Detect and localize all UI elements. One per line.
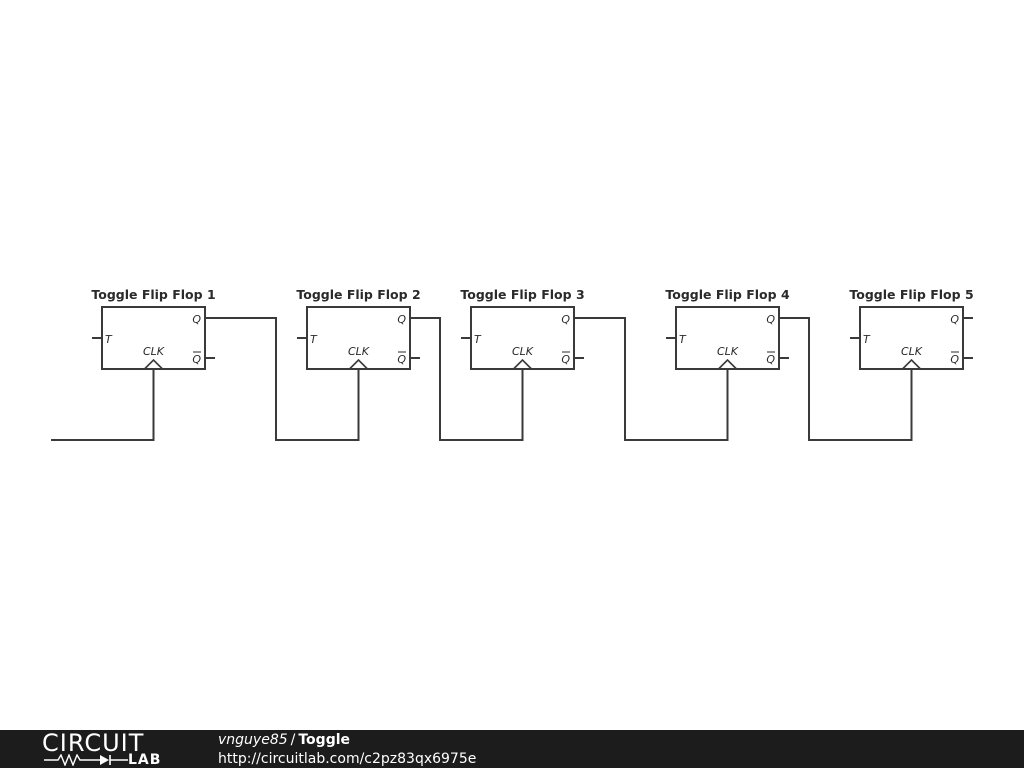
t-pin-label: T [863, 333, 871, 346]
ripple-wire-4-to-5 [779, 317, 913, 441]
clock-edge-triangle [348, 358, 369, 370]
clock-edge-triangle [717, 358, 738, 370]
credit-separator: / [290, 732, 296, 748]
qbar-pin-label: Q [561, 353, 570, 366]
ripple-wire-1-to-2 [205, 317, 360, 441]
author-name[interactable]: vnguye85 [218, 732, 288, 748]
resistor-diode-icon [44, 754, 128, 766]
q-pin-label: Q [561, 313, 570, 326]
toggle-flip-flop-4: Toggle Flip Flop 4 T Q Q CLK [665, 287, 790, 370]
wires [51, 317, 913, 441]
qbar-pin-label: Q [766, 353, 775, 366]
flip-flop-title: Toggle Flip Flop 1 [91, 287, 215, 302]
q-pin-label: Q [950, 313, 959, 326]
circuitlab-logo[interactable]: CIRCUIT LAB [40, 730, 180, 768]
toggle-flip-flop-5: Toggle Flip Flop 5 T Q Q CLK [849, 287, 974, 370]
qbar-pin-label: Q [192, 353, 201, 366]
q-pin-label: Q [397, 313, 406, 326]
toggle-flip-flop-2: Toggle Flip Flop 2 T Q Q CLK [296, 287, 421, 370]
logo-text-lab: LAB [128, 752, 162, 768]
clock-edge-triangle [901, 358, 922, 370]
q-pin-label: Q [766, 313, 775, 326]
flip-flop-body [306, 306, 411, 370]
flip-flop-body [675, 306, 780, 370]
t-pin-label: T [679, 333, 687, 346]
t-pin-label: T [105, 333, 113, 346]
qbar-pin-label: Q [950, 353, 959, 366]
flip-flop-title: Toggle Flip Flop 5 [849, 287, 973, 302]
toggle-flip-flop-1: Toggle Flip Flop 1 T Q Q CLK [91, 287, 216, 370]
flip-flop-body [101, 306, 206, 370]
flip-flop-title: Toggle Flip Flop 2 [296, 287, 420, 302]
toggle-flip-flop-3: Toggle Flip Flop 3 T Q Q CLK [460, 287, 585, 370]
qbar-pin-label: Q [397, 353, 406, 366]
q-pin-label: Q [192, 313, 201, 326]
t-pin-label: T [310, 333, 318, 346]
flip-flop-title: Toggle Flip Flop 3 [460, 287, 584, 302]
logo-text-circuit: CIRCUIT [42, 729, 145, 757]
clock-edge-triangle [512, 358, 533, 370]
circuit-url-link[interactable]: http://circuitlab.com/c2pz83qx6975e [218, 751, 477, 767]
circuit-title[interactable]: Toggle [298, 732, 351, 748]
ripple-wire-3-to-4 [574, 317, 729, 441]
clk-pin-label: CLK [717, 345, 739, 358]
footer-bar: CIRCUIT LAB vnguye85/Toggle http://circu… [0, 730, 1024, 768]
clock-edge-triangle [143, 358, 164, 370]
ripple-wire-2-to-3 [410, 317, 524, 441]
t-pin-label: T [474, 333, 482, 346]
flip-flop-body [470, 306, 575, 370]
input-clock-wire [51, 369, 155, 441]
circuit-credit: vnguye85/Toggle [218, 731, 350, 749]
clk-pin-label: CLK [512, 345, 534, 358]
clk-pin-label: CLK [901, 345, 923, 358]
clk-pin-label: CLK [143, 345, 165, 358]
flip-flop-title: Toggle Flip Flop 4 [665, 287, 790, 302]
clk-pin-label: CLK [348, 345, 370, 358]
